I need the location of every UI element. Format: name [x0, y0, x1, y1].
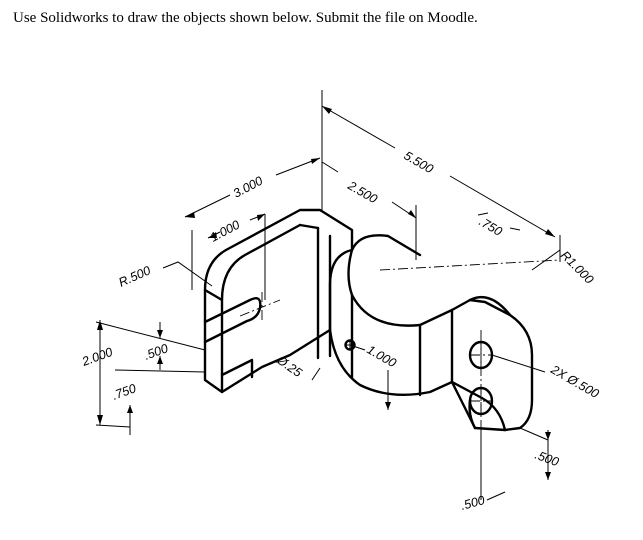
- center-lines: [239, 259, 561, 430]
- dim-slot-width: .500: [142, 341, 170, 362]
- dim-base-thickness: .750: [110, 381, 138, 402]
- dim-overall-length: 5.500: [402, 148, 436, 176]
- slot: [203, 297, 262, 344]
- dim-hole-pattern: 2X Ø.500: [548, 362, 602, 401]
- vertical-rib: [316, 226, 332, 360]
- dim-slot-end-radius: R.500: [117, 263, 153, 289]
- dim-slot-offset: 1.000: [208, 218, 242, 245]
- dim-flange-width: 1.000: [365, 342, 399, 370]
- dim-arc-radius: R1.000: [558, 248, 596, 286]
- bracket-body: [203, 208, 534, 432]
- dimension-lines: [95, 90, 561, 501]
- right-flange: [450, 298, 534, 432]
- dim-slot-bracket-length: 3.000: [231, 174, 265, 201]
- dim-flange-offset: .750: [477, 214, 505, 238]
- dim-radius-center-offset: 2.500: [345, 178, 380, 206]
- saddle-curve: [347, 248, 454, 327]
- dim-bottom-offset: .500: [459, 493, 486, 513]
- dim-overall-height: 2.000: [79, 345, 114, 369]
- dim-hole-diameter: Ø.25: [273, 352, 304, 380]
- dim-right-thickness: .500: [533, 448, 561, 469]
- instruction-text: Use Solidworks to draw the objects shown…: [13, 10, 478, 26]
- arrowheads: [97, 106, 555, 480]
